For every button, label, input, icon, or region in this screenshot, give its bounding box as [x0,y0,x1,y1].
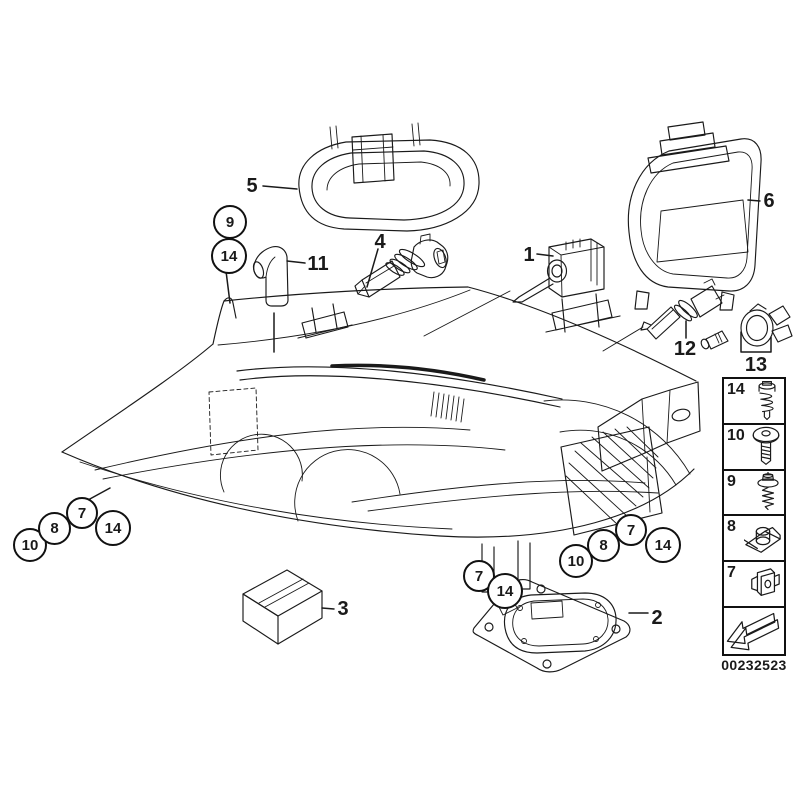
direction-of-travel-arrow-icon [726,612,780,651]
part-label-2[interactable]: 2 [651,607,663,629]
legend-row-9[interactable]: 9 [724,471,784,517]
legend-row-arrow [724,608,784,654]
cage-nut-clip-icon [744,527,781,554]
plastic-clip-nut-icon [751,568,780,597]
callout-8-left[interactable]: 8 [38,512,71,545]
fastener-legend-table: 14 10 9 [722,377,786,656]
leader-lines [87,185,772,614]
diagram-document-number: 00232523 [721,657,787,673]
part4-bulb-art [354,233,449,298]
part-label-6[interactable]: 6 [763,190,775,212]
callout-8-right[interactable]: 8 [587,529,620,562]
part-label-11[interactable]: 11 [307,253,329,275]
self-tapping-screw-icon [757,471,779,510]
callout-14-left[interactable]: 14 [95,510,131,546]
headlamp-assembly-art [61,286,701,593]
part13-socket-art [700,303,793,350]
callout-7-right[interactable]: 7 [615,514,647,546]
part-label-4[interactable]: 4 [374,231,386,253]
part2-ballast-unit-art [472,579,631,673]
legend-label-10: 10 [727,426,745,444]
part-label-1[interactable]: 1 [523,244,535,266]
legend-label-14: 14 [727,381,745,398]
part3-box-art [242,569,323,645]
legend-label-7: 7 [727,564,736,582]
legend-label-9: 9 [727,472,736,490]
part1-xenon-bulb-art [512,238,605,303]
legend-row-8[interactable]: 8 [724,516,784,563]
callout-10-left[interactable]: 10 [13,528,47,562]
callout-14-ballast[interactable]: 14 [487,573,523,609]
legend-row-10[interactable]: 10 [724,425,784,471]
part-label-5[interactable]: 5 [246,175,258,197]
washer-head-screw-icon [752,426,780,465]
callout-9-top[interactable]: 9 [213,205,247,239]
part-label-12[interactable]: 12 [673,338,697,360]
callout-14-right[interactable]: 14 [645,527,681,563]
part12-bulb-art [640,278,725,340]
part5-seal-ring-art [298,122,480,232]
part-label-3[interactable]: 3 [337,598,349,620]
legend-row-7[interactable]: 7 [724,562,784,609]
part-label-13[interactable]: 13 [744,354,768,376]
callout-7-left[interactable]: 7 [66,497,98,529]
legend-label-8: 8 [727,518,736,536]
legend-row-14[interactable]: 14 [724,379,784,425]
callout-14-top[interactable]: 14 [211,238,247,274]
expansion-spring-screw-icon [758,380,776,421]
part6-cover-cap-art [627,121,762,311]
part11-rubber-elbow-art [252,245,289,307]
